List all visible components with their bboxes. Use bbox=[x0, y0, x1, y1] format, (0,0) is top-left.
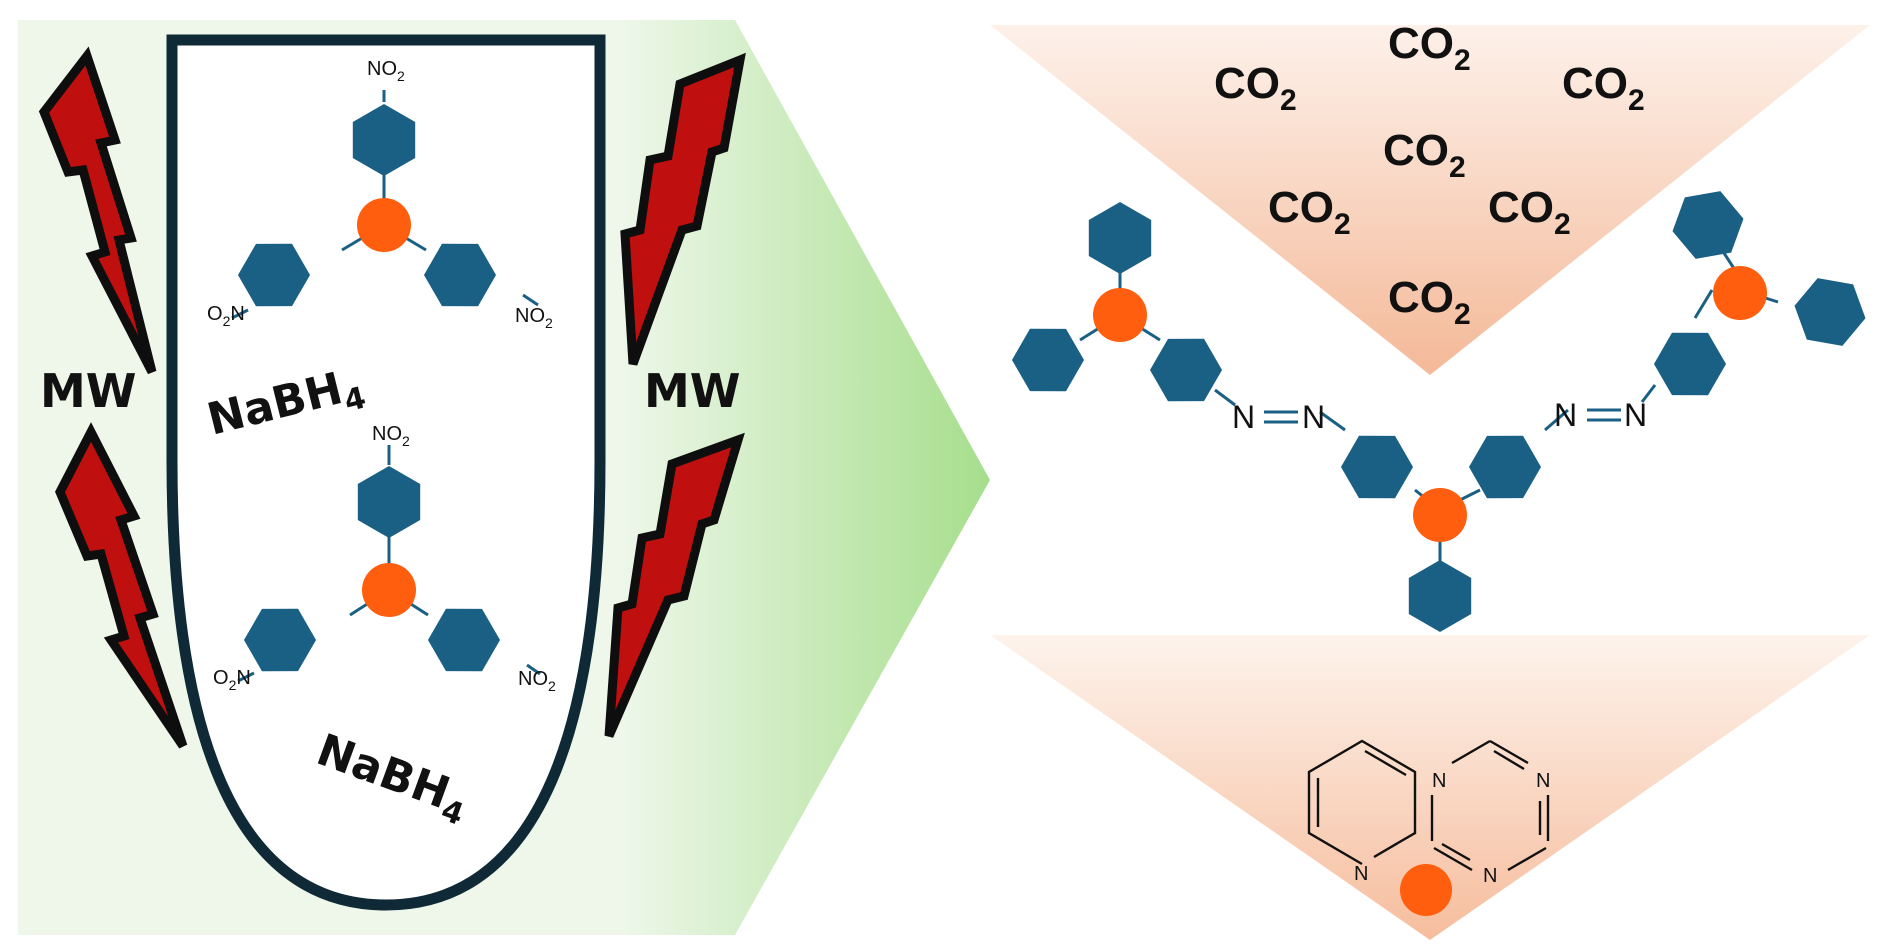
metal-node-icon bbox=[1093, 288, 1147, 342]
co2-label: CO2 bbox=[1388, 273, 1471, 331]
metal-node-icon bbox=[1413, 488, 1467, 542]
azo-nitrogen-label: N bbox=[1624, 397, 1647, 433]
hexagon-ring-icon bbox=[1331, 420, 1423, 514]
lightning-bolt-icon bbox=[620, 52, 746, 366]
co2-label: CO2 bbox=[1214, 59, 1297, 117]
mw-label-right: MW bbox=[644, 364, 741, 418]
azo-nitrogen-label: N bbox=[1554, 397, 1577, 433]
metal-node-icon bbox=[1400, 864, 1452, 916]
co2-label: CO2 bbox=[1268, 183, 1351, 241]
lightning-bolt-icon bbox=[38, 46, 157, 375]
pyridine-nitrogen-label: N bbox=[1354, 863, 1368, 885]
azo-double-bond bbox=[1264, 408, 1621, 424]
hexagon-ring-icon bbox=[1782, 264, 1878, 360]
metal-node-icon bbox=[1713, 266, 1767, 320]
triazine-nitrogen-label: N bbox=[1483, 865, 1497, 887]
lightning-bolt-icon bbox=[604, 432, 745, 738]
hexagon-ring-icon bbox=[1644, 317, 1736, 411]
triazine-nitrogen-label: N bbox=[1536, 770, 1550, 792]
azo-nitrogen-label: N bbox=[1232, 399, 1255, 435]
nitro-label: NO2 bbox=[372, 423, 410, 449]
triazine-nitrogen-label: N bbox=[1432, 770, 1446, 792]
metal-node-icon bbox=[357, 198, 411, 252]
hexagon-ring-icon bbox=[1408, 560, 1472, 632]
pyridine-ring-icon bbox=[1307, 739, 1417, 866]
azo-nitrogen-label: N bbox=[1302, 399, 1325, 435]
nitro-label: NO2 bbox=[515, 305, 553, 331]
nitrogen-site-funnel bbox=[990, 635, 1870, 940]
hexagon-ring-icon bbox=[1088, 202, 1152, 274]
nitro-label: O2N bbox=[207, 303, 245, 329]
triazine-ring-icon bbox=[1430, 739, 1550, 872]
co2-label: CO2 bbox=[1383, 126, 1466, 184]
hexagon-ring-icon bbox=[1666, 180, 1750, 270]
lightning-bolt-icon bbox=[55, 422, 188, 749]
metal-node-icon bbox=[362, 563, 416, 617]
co2-label: CO2 bbox=[1562, 59, 1645, 117]
nitro-label: O2N bbox=[213, 667, 251, 693]
nitro-label: NO2 bbox=[518, 668, 556, 694]
mw-label-left: MW bbox=[40, 364, 137, 418]
co2-label: CO2 bbox=[1488, 183, 1571, 241]
hexagon-ring-icon bbox=[1459, 420, 1551, 514]
co2-label: CO2 bbox=[1388, 19, 1471, 77]
nitro-label: NO2 bbox=[367, 58, 405, 84]
co2-capture-funnel bbox=[990, 25, 1870, 375]
hexagon-ring-icon bbox=[1002, 313, 1094, 407]
